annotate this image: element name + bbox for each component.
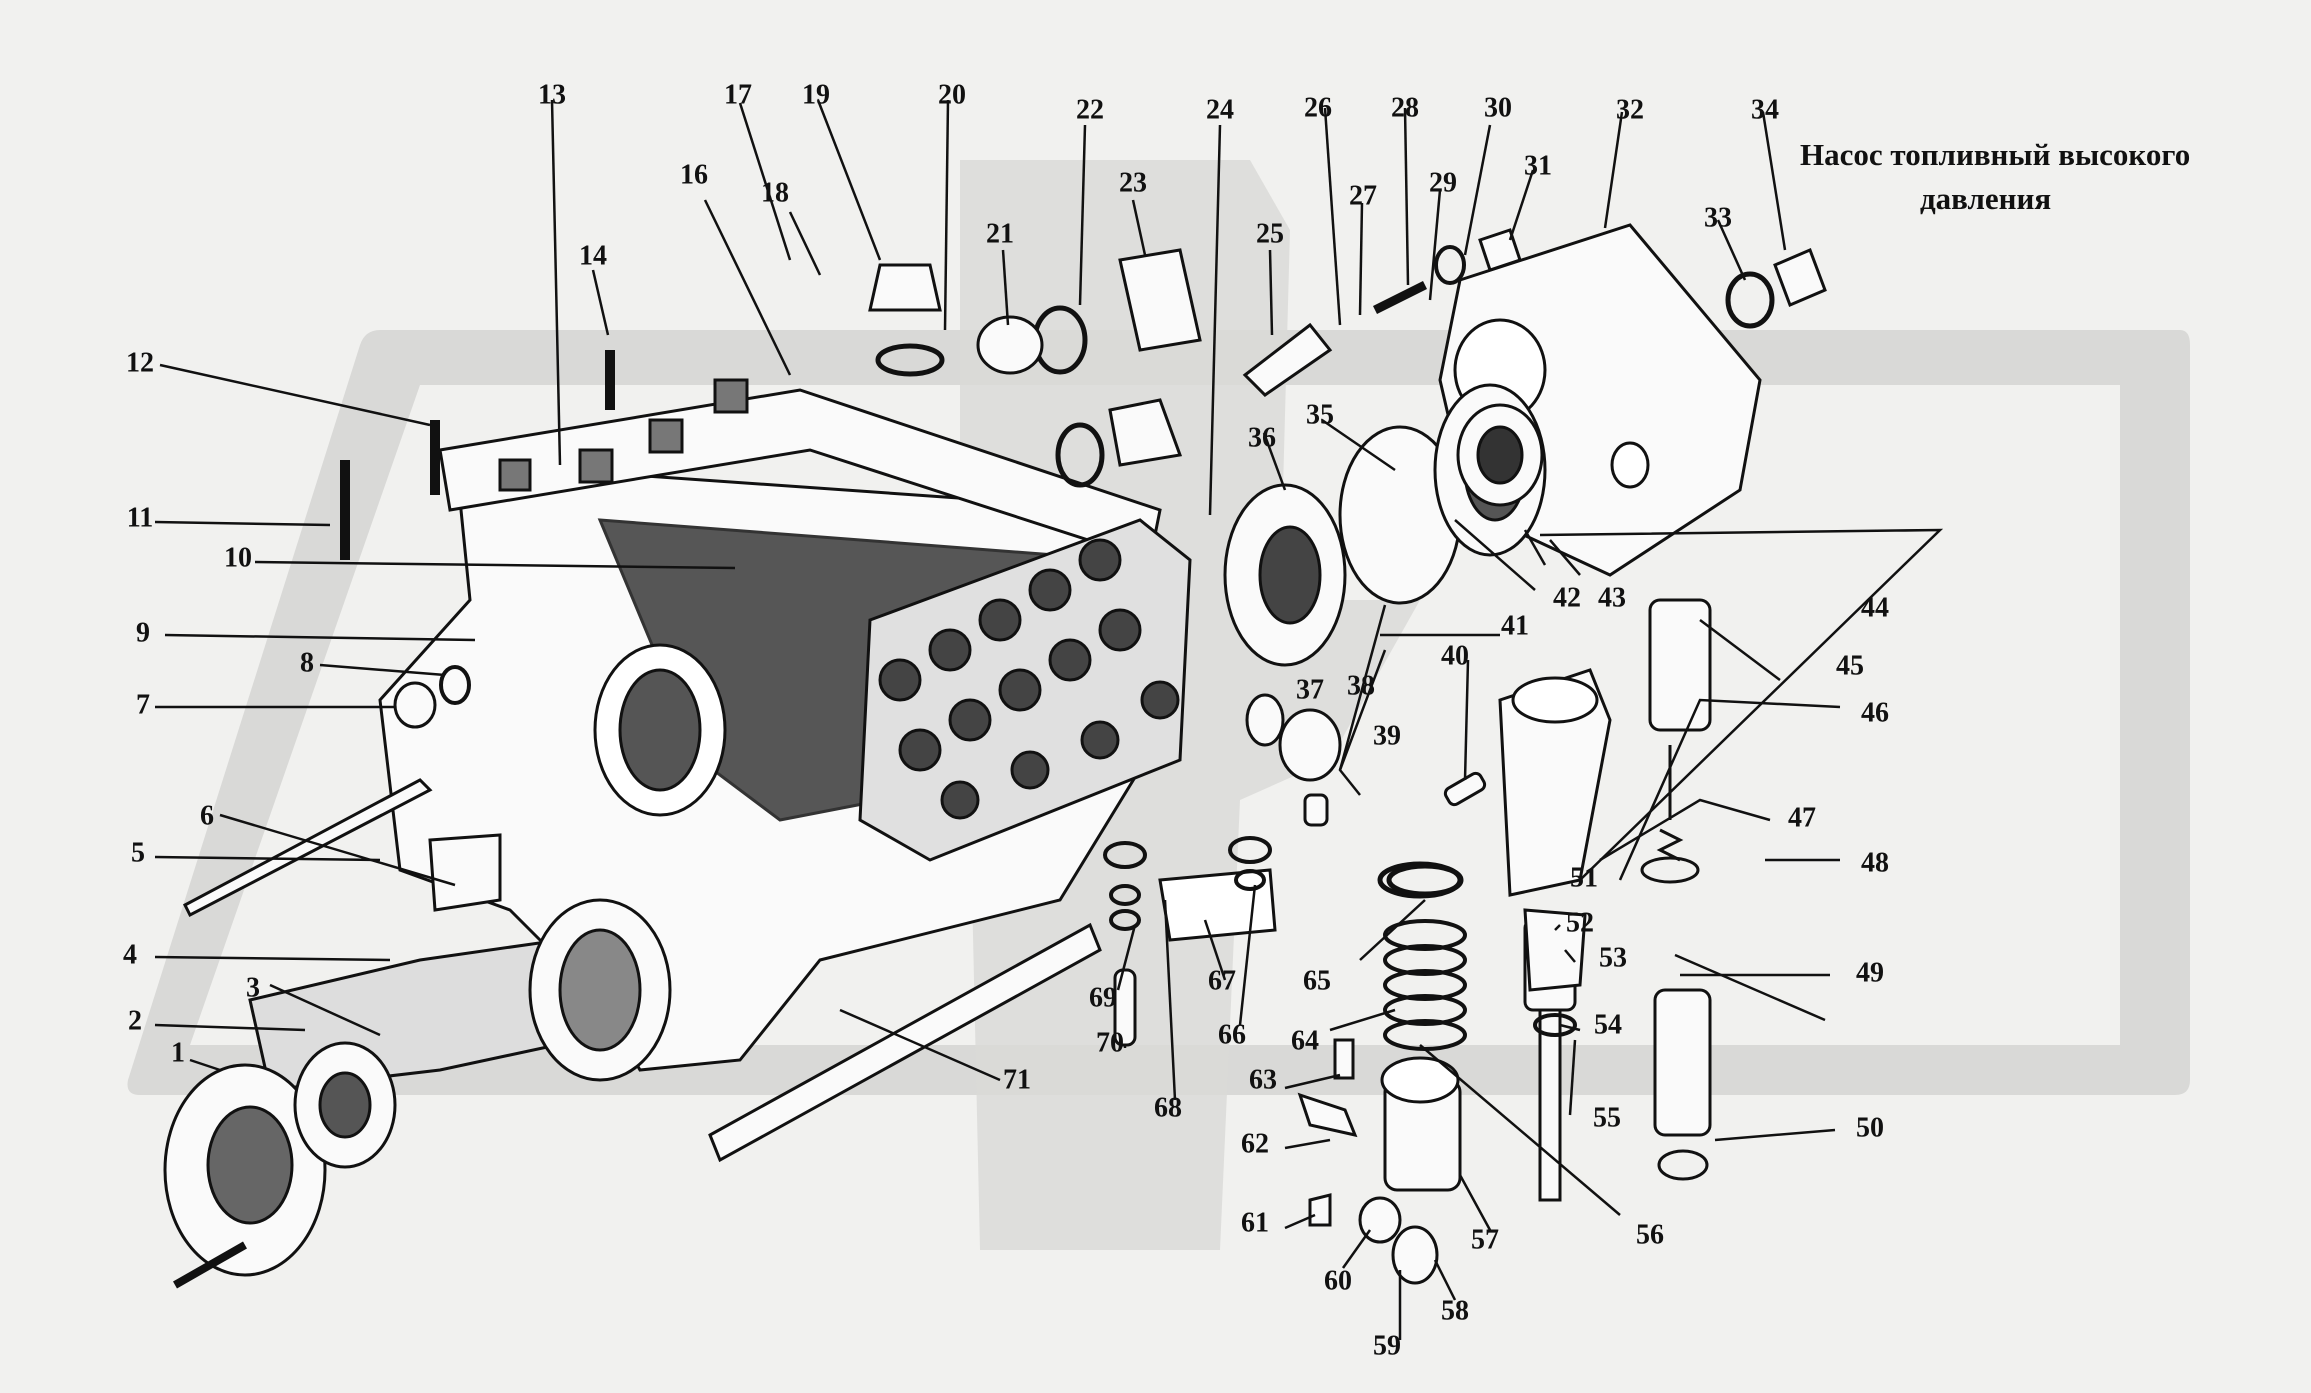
part-label-23: 23 bbox=[1119, 167, 1147, 198]
part-label-44: 44 bbox=[1861, 592, 1889, 623]
part-label-61: 61 bbox=[1241, 1207, 1269, 1238]
part-label-70: 70 bbox=[1096, 1027, 1124, 1058]
part-label-33: 33 bbox=[1704, 202, 1732, 233]
part-label-25: 25 bbox=[1256, 218, 1284, 249]
part-label-7: 7 bbox=[136, 689, 150, 720]
part-label-5: 5 bbox=[131, 837, 145, 868]
part-label-71: 71 bbox=[1003, 1064, 1031, 1095]
part-label-65: 65 bbox=[1303, 965, 1331, 996]
delivery-valve-holder bbox=[1648, 598, 1712, 732]
part-label-28: 28 bbox=[1391, 92, 1419, 123]
part-label-42: 42 bbox=[1553, 582, 1581, 613]
part-label-67: 67 bbox=[1208, 965, 1236, 996]
part-label-50: 50 bbox=[1856, 1112, 1884, 1143]
part-label-16: 16 bbox=[680, 159, 708, 190]
seal bbox=[1245, 693, 1285, 747]
part-label-26: 26 bbox=[1304, 92, 1332, 123]
part-label-31: 31 bbox=[1524, 150, 1552, 181]
part-label-41: 41 bbox=[1501, 610, 1529, 641]
part-label-1: 1 bbox=[171, 1037, 185, 1068]
part-label-53: 53 bbox=[1599, 942, 1627, 973]
part-label-12: 12 bbox=[126, 347, 154, 378]
part-label-30: 30 bbox=[1484, 92, 1512, 123]
part-label-20: 20 bbox=[938, 79, 966, 110]
cover-plate bbox=[1158, 868, 1277, 942]
part-label-3: 3 bbox=[246, 972, 260, 1003]
part-label-49: 49 bbox=[1856, 957, 1884, 988]
part-label-37: 37 bbox=[1296, 674, 1324, 705]
part-label-58: 58 bbox=[1441, 1295, 1469, 1326]
part-label-8: 8 bbox=[300, 647, 314, 678]
part-label-17: 17 bbox=[724, 79, 752, 110]
part-label-11: 11 bbox=[127, 502, 153, 533]
title-line-2: давления bbox=[1920, 181, 2052, 216]
part-label-47: 47 bbox=[1788, 802, 1816, 833]
part-label-62: 62 bbox=[1241, 1128, 1269, 1159]
parts-drawing bbox=[163, 223, 1827, 1289]
part-label-22: 22 bbox=[1076, 94, 1104, 125]
title-line-1: Насос топливный высокого bbox=[1800, 137, 2191, 172]
part-label-64: 64 bbox=[1291, 1025, 1319, 1056]
part-label-14: 14 bbox=[579, 240, 607, 271]
part-label-59: 59 bbox=[1373, 1330, 1401, 1361]
part-label-34: 34 bbox=[1751, 94, 1779, 125]
fitting bbox=[868, 263, 942, 312]
part-label-57: 57 bbox=[1471, 1224, 1499, 1255]
part-label-13: 13 bbox=[538, 79, 566, 110]
part-label-29: 29 bbox=[1429, 167, 1457, 198]
part-label-32: 32 bbox=[1616, 94, 1644, 125]
part-label-4: 4 bbox=[123, 939, 137, 970]
part-label-45: 45 bbox=[1836, 650, 1864, 681]
part-label-48: 48 bbox=[1861, 847, 1889, 878]
part-label-6: 6 bbox=[200, 800, 214, 831]
part-label-35: 35 bbox=[1306, 399, 1334, 430]
plunger-barrel bbox=[1498, 668, 1612, 897]
diagram-title: Насос топливный высокого давления bbox=[1800, 133, 2190, 221]
part-label-19: 19 bbox=[802, 79, 830, 110]
part-label-39: 39 bbox=[1373, 720, 1401, 751]
part-label-36: 36 bbox=[1248, 422, 1276, 453]
part-label-60: 60 bbox=[1324, 1265, 1352, 1296]
part-label-21: 21 bbox=[986, 218, 1014, 249]
part-label-51: 51 bbox=[1570, 862, 1598, 893]
part-label-56: 56 bbox=[1636, 1219, 1664, 1250]
part-label-38: 38 bbox=[1347, 670, 1375, 701]
part-label-68: 68 bbox=[1154, 1092, 1182, 1123]
plunger-spring bbox=[1383, 919, 1467, 1051]
part-label-27: 27 bbox=[1349, 180, 1377, 211]
leader-lines bbox=[154, 99, 1944, 1340]
part-label-52: 52 bbox=[1566, 907, 1594, 938]
part-label-69: 69 bbox=[1089, 982, 1117, 1013]
part-label-63: 63 bbox=[1249, 1064, 1277, 1095]
part-label-43: 43 bbox=[1598, 582, 1626, 613]
part-label-18: 18 bbox=[761, 177, 789, 208]
part-label-55: 55 bbox=[1593, 1102, 1621, 1133]
part-label-24: 24 bbox=[1206, 94, 1234, 125]
part-label-40: 40 bbox=[1441, 640, 1469, 671]
part-label-9: 9 bbox=[136, 617, 150, 648]
control-rack bbox=[708, 922, 1102, 1163]
part-label-54: 54 bbox=[1594, 1009, 1622, 1040]
part-label-2: 2 bbox=[128, 1005, 142, 1036]
part-label-66: 66 bbox=[1218, 1019, 1246, 1050]
part-label-46: 46 bbox=[1861, 697, 1889, 728]
part-label-10: 10 bbox=[224, 542, 252, 573]
